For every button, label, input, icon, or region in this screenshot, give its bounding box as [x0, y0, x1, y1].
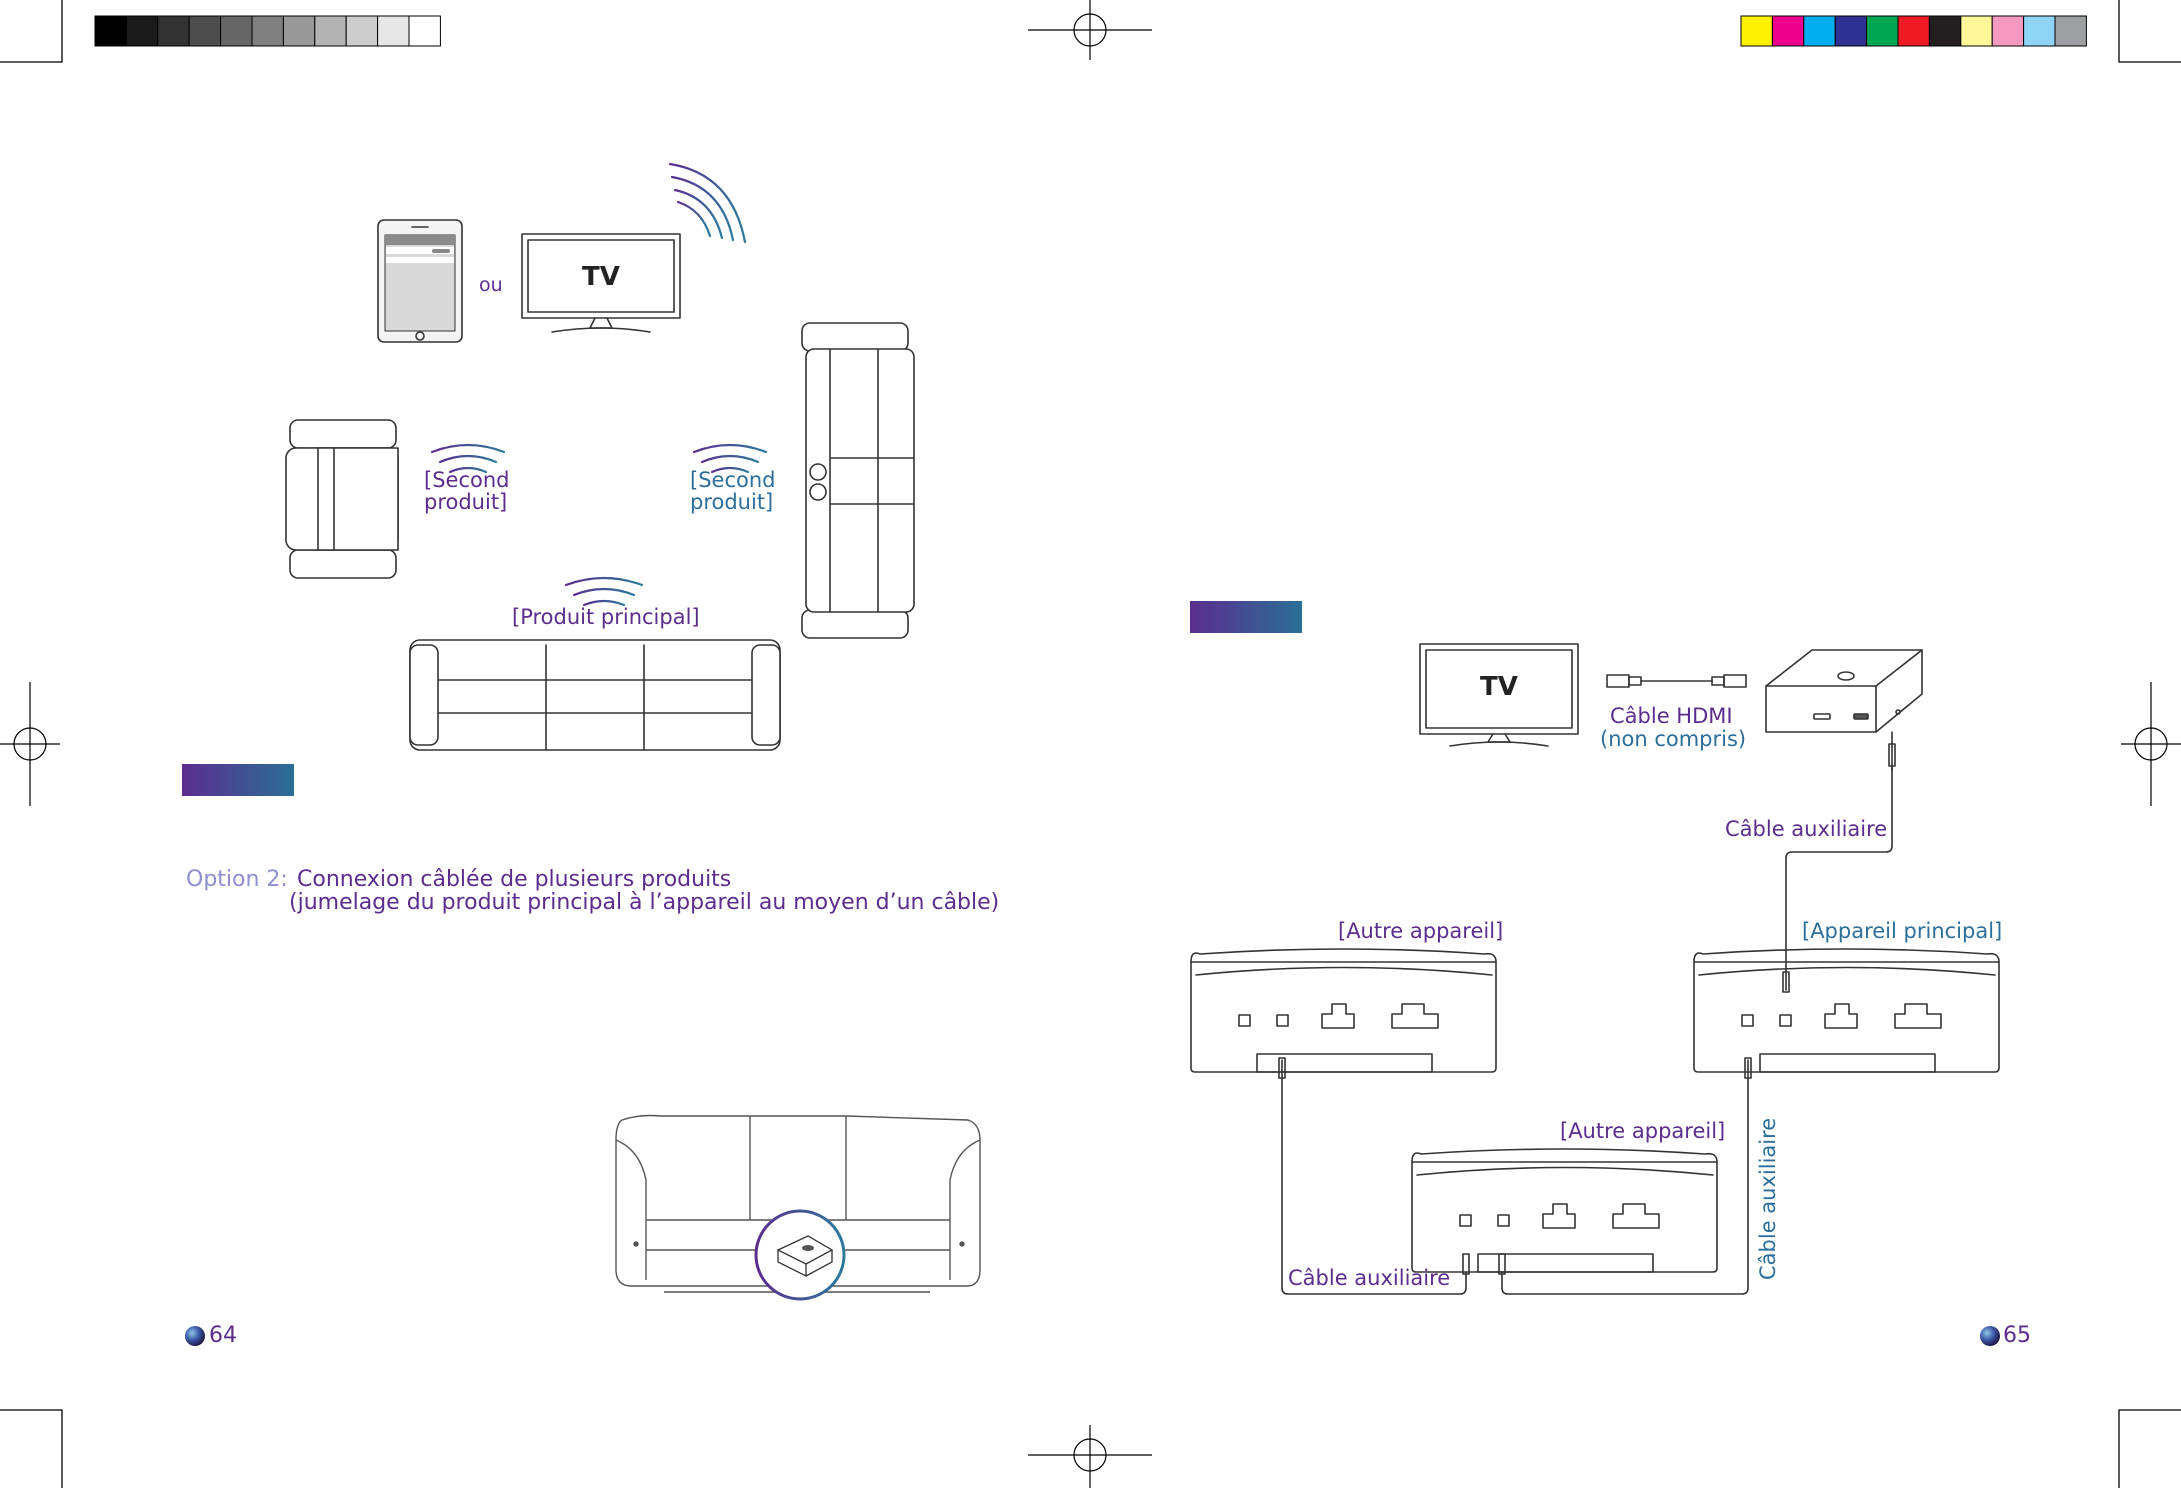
color-swatch	[282, 15, 316, 47]
page-number-right: 65	[2003, 1323, 2031, 1348]
aux-cable-label-top: Câble auxiliaire	[1725, 817, 1888, 841]
color-swatch	[220, 15, 253, 47]
sofa-icon	[409, 639, 781, 751]
tv-icon	[1419, 643, 1579, 747]
aux-cable-icon	[1278, 765, 1893, 1295]
wifi-signal-icon	[668, 162, 747, 244]
page-number-left: 64	[209, 1323, 237, 1348]
color-swatch	[1740, 15, 1773, 47]
hub-box-icon	[1765, 649, 1923, 771]
page-bullet-icon	[185, 1326, 205, 1346]
color-swatch	[1928, 15, 1962, 47]
second-product-left-line1: [Second	[424, 468, 510, 492]
other-device-label-left: [Autre appareil]	[1338, 919, 1504, 943]
tv-label-right: TV	[1480, 672, 1518, 702]
aux-cable-label-bottom: Câble auxiliaire	[1288, 1266, 1451, 1290]
wifi-signal-icon	[564, 576, 644, 607]
color-swatch	[251, 15, 284, 47]
hdmi-cable-label-line2: (non compris)	[1600, 727, 1747, 751]
color-swatch	[1866, 15, 1899, 47]
section-tab	[182, 764, 294, 796]
second-product-left-line2: produit]	[424, 490, 508, 514]
color-swatch	[1771, 15, 1805, 47]
color-swatch	[1960, 15, 1993, 47]
section-tab	[1190, 601, 1302, 633]
color-swatch	[408, 15, 441, 47]
color-swatch	[188, 15, 222, 47]
color-swatch	[377, 15, 410, 47]
option-title-line2: (jumelage du produit principal à l’appar…	[289, 890, 1000, 915]
page-bullet-icon	[1980, 1326, 2000, 1346]
hdmi-cable-icon	[1606, 674, 1747, 688]
option-title-line1: Connexion câblée de plusieurs produits	[297, 867, 732, 892]
speaker-device-icon	[1693, 948, 2000, 1073]
sofa-icon	[801, 322, 915, 639]
color-swatch	[125, 15, 159, 47]
color-swatch	[345, 15, 379, 47]
speaker-device-icon	[1411, 1148, 1718, 1273]
color-swatch	[1991, 15, 2025, 47]
color-swatch	[1834, 15, 1868, 47]
speaker-device-icon	[1190, 948, 1497, 1073]
color-bar	[1740, 15, 2087, 47]
color-swatch	[1897, 15, 1930, 47]
color-swatch	[2054, 15, 2087, 47]
color-swatch	[94, 15, 127, 47]
option-prefix: Option 2:	[186, 867, 288, 892]
color-swatch	[157, 15, 190, 47]
main-device-label: [Appareil principal]	[1802, 919, 2003, 943]
color-swatch	[1803, 15, 1836, 47]
color-swatch	[314, 15, 347, 47]
armchair-icon	[285, 419, 399, 579]
hub-box-icon	[754, 1209, 846, 1301]
wifi-signal-icon	[692, 443, 768, 474]
color-swatch	[2023, 15, 2056, 47]
wifi-signal-icon	[430, 443, 506, 474]
main-product-label: [Produit principal]	[512, 605, 700, 629]
tablet-icon	[377, 219, 463, 343]
grayscale-bar	[94, 15, 441, 47]
tv-label: TV	[582, 262, 620, 292]
second-product-right-line1: [Second	[690, 468, 776, 492]
hdmi-cable-label-line1: Câble HDMI	[1610, 704, 1733, 728]
or-label: ou	[479, 274, 503, 296]
tv-icon	[521, 233, 681, 333]
second-product-right-line2: produit]	[690, 490, 774, 514]
aux-cable-label-vertical: Câble auxiliaire	[1756, 1117, 1780, 1280]
other-device-label-bottom: [Autre appareil]	[1560, 1119, 1726, 1143]
